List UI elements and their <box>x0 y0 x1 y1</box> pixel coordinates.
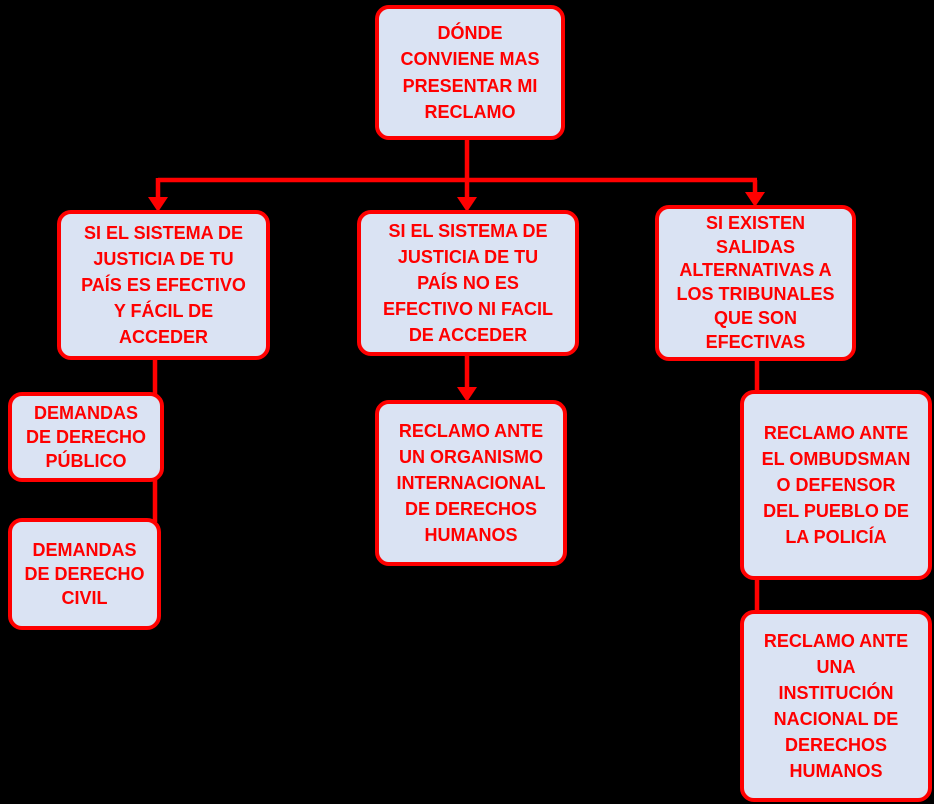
node-international-body: RECLAMO ANTE UN ORGANISMO INTERNACIONAL … <box>375 400 567 566</box>
node-national-institution-label: RECLAMO ANTE UNA INSTITUCIÓN NACIONAL DE… <box>763 630 909 782</box>
node-national-institution: RECLAMO ANTE UNA INSTITUCIÓN NACIONAL DE… <box>740 610 932 802</box>
node-ombudsman-label: RECLAMO ANTE EL OMBUDSMAN O DEFENSOR DEL… <box>761 422 911 548</box>
node-civil-law-claims-label: DEMANDAS DE DERECHO CIVIL <box>24 539 145 609</box>
node-ineffective-system-label: SI EL SISTEMA DE JUSTICIA DE TU PAÍS NO … <box>382 220 553 346</box>
node-public-law-claims: DEMANDAS DE DERECHO PÚBLICO <box>8 392 164 482</box>
node-civil-law-claims: DEMANDAS DE DERECHO CIVIL <box>8 518 161 630</box>
node-public-law-claims-label: DEMANDAS DE DERECHO PÚBLICO <box>25 402 146 472</box>
node-ineffective-system: SI EL SISTEMA DE JUSTICIA DE TU PAÍS NO … <box>357 210 579 356</box>
node-effective-system-label: SI EL SISTEMA DE JUSTICIA DE TU PAÍS ES … <box>81 222 246 348</box>
node-effective-system: SI EL SISTEMA DE JUSTICIA DE TU PAÍS ES … <box>57 210 270 360</box>
node-root-label: DÓNDE CONVIENE MAS PRESENTAR MI RECLAMO <box>400 23 540 122</box>
node-ombudsman: RECLAMO ANTE EL OMBUDSMAN O DEFENSOR DEL… <box>740 390 932 580</box>
node-root-question: DÓNDE CONVIENE MAS PRESENTAR MI RECLAMO <box>375 5 565 140</box>
node-alternatives-label: SI EXISTEN SALIDAS ALTERNATIVAS A LOS TR… <box>676 212 835 352</box>
node-international-body-label: RECLAMO ANTE UN ORGANISMO INTERNACIONAL … <box>396 420 546 546</box>
node-alternatives: SI EXISTEN SALIDAS ALTERNATIVAS A LOS TR… <box>655 205 856 361</box>
